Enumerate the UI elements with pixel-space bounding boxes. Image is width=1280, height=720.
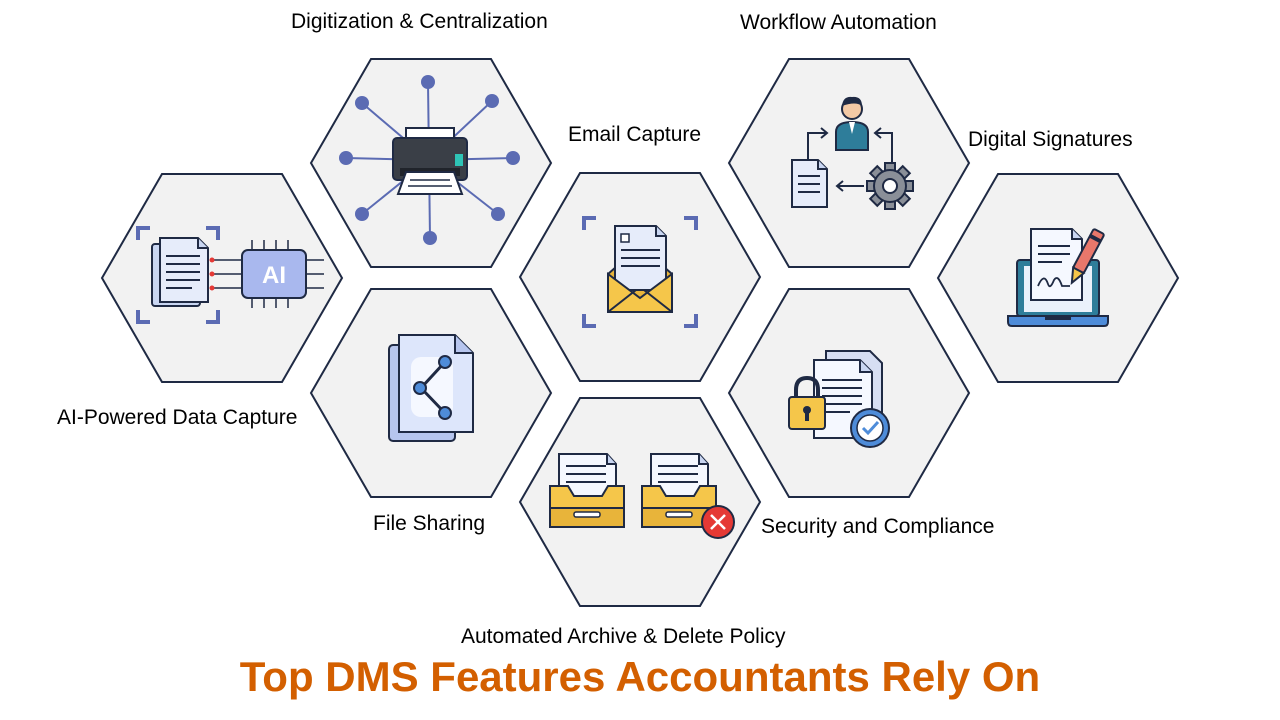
label-ai-capture: AI-Powered Data Capture bbox=[57, 406, 298, 429]
envelope-document-icon bbox=[582, 216, 698, 328]
label-workflow: Workflow Automation bbox=[740, 11, 937, 34]
label-file-sharing: File Sharing bbox=[373, 512, 486, 535]
share-file-icon bbox=[388, 334, 474, 442]
laptop-signature-icon bbox=[1007, 228, 1109, 327]
label-security: Security and Compliance bbox=[761, 515, 995, 538]
archive-tray-icon bbox=[549, 453, 735, 539]
label-archive: Automated Archive & Delete Policy bbox=[461, 625, 786, 648]
printer-network-icon bbox=[339, 75, 520, 245]
label-email-capture: Email Capture bbox=[568, 123, 702, 146]
label-signatures: Digital Signatures bbox=[968, 128, 1133, 151]
workflow-gear-icon bbox=[791, 96, 914, 210]
ai-badge-text: AI bbox=[262, 262, 286, 289]
lock-document-icon bbox=[788, 350, 890, 448]
hexagon-workflow bbox=[728, 58, 970, 268]
page-title: Top DMS Features Accountants Rely On bbox=[239, 653, 1041, 700]
ai-document-icon: AI bbox=[136, 226, 324, 324]
label-digitization: Digitization & Centralization bbox=[291, 10, 548, 33]
